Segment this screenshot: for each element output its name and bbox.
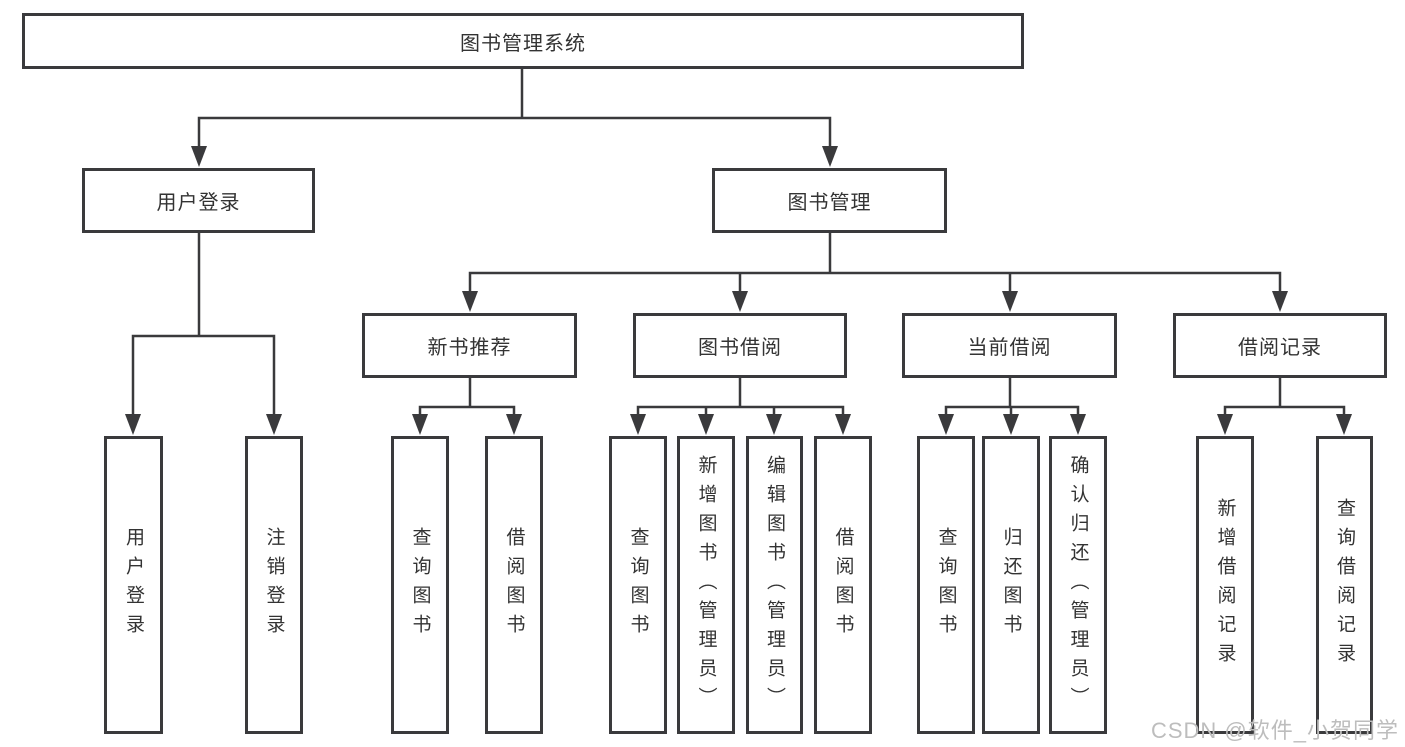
leaf-return-book: 归还图书 bbox=[982, 436, 1040, 734]
node-borrowing-records: 借阅记录 bbox=[1173, 313, 1387, 378]
node-user-login: 用户登录 bbox=[82, 168, 315, 233]
leaf-logout: 注销登录 bbox=[245, 436, 303, 734]
watermark: CSDN @软件_小贺同学 bbox=[1150, 718, 1399, 743]
leaf-confirm-return-admin: 确认归还（管理员） bbox=[1049, 436, 1107, 734]
node-label: 新增图书（管理员） bbox=[695, 454, 717, 716]
node-label: 新书推荐 bbox=[427, 337, 512, 359]
node-label: 查询图书 bbox=[935, 527, 957, 643]
leaf-user-login: 用户登录 bbox=[104, 436, 163, 734]
node-label: 确认归还（管理员） bbox=[1067, 454, 1089, 716]
node-book-borrowing: 图书借阅 bbox=[633, 313, 847, 378]
leaf-query-borrow-record: 查询借阅记录 bbox=[1316, 436, 1373, 734]
node-label: 查询图书 bbox=[627, 527, 649, 643]
node-label: 查询图书 bbox=[409, 527, 431, 643]
node-label: 查询借阅记录 bbox=[1334, 498, 1355, 672]
node-label: 图书管理系统 bbox=[460, 32, 586, 55]
leaf-query-books-current: 查询图书 bbox=[917, 436, 975, 734]
node-label: 借阅记录 bbox=[1238, 337, 1322, 359]
node-label: 新增借阅记录 bbox=[1214, 498, 1236, 672]
node-label: 借阅图书 bbox=[503, 527, 525, 643]
node-label: 用户登录 bbox=[123, 527, 144, 643]
node-library-management-system: 图书管理系统 bbox=[22, 13, 1024, 69]
node-current-borrowing: 当前借阅 bbox=[902, 313, 1117, 378]
node-new-book-recommendation: 新书推荐 bbox=[362, 313, 577, 378]
node-label: 图书管理 bbox=[787, 192, 872, 214]
node-label: 归还图书 bbox=[1000, 527, 1022, 643]
leaf-add-borrow-record: 新增借阅记录 bbox=[1196, 436, 1254, 734]
leaf-edit-book-admin: 编辑图书（管理员） bbox=[746, 436, 803, 734]
node-book-management: 图书管理 bbox=[712, 168, 947, 233]
node-label: 借阅图书 bbox=[832, 527, 854, 643]
node-label: 用户登录 bbox=[156, 192, 241, 214]
leaf-borrow-books: 借阅图书 bbox=[814, 436, 872, 734]
node-label: 注销登录 bbox=[263, 527, 285, 643]
node-label: 当前借阅 bbox=[967, 337, 1052, 359]
node-label: 编辑图书（管理员） bbox=[764, 454, 785, 716]
leaf-query-books-recommend: 查询图书 bbox=[391, 436, 449, 734]
leaf-query-books-borrow: 查询图书 bbox=[609, 436, 667, 734]
leaf-borrow-books-recommend: 借阅图书 bbox=[485, 436, 543, 734]
leaf-add-book-admin: 新增图书（管理员） bbox=[677, 436, 735, 734]
node-label: 图书借阅 bbox=[698, 337, 782, 359]
